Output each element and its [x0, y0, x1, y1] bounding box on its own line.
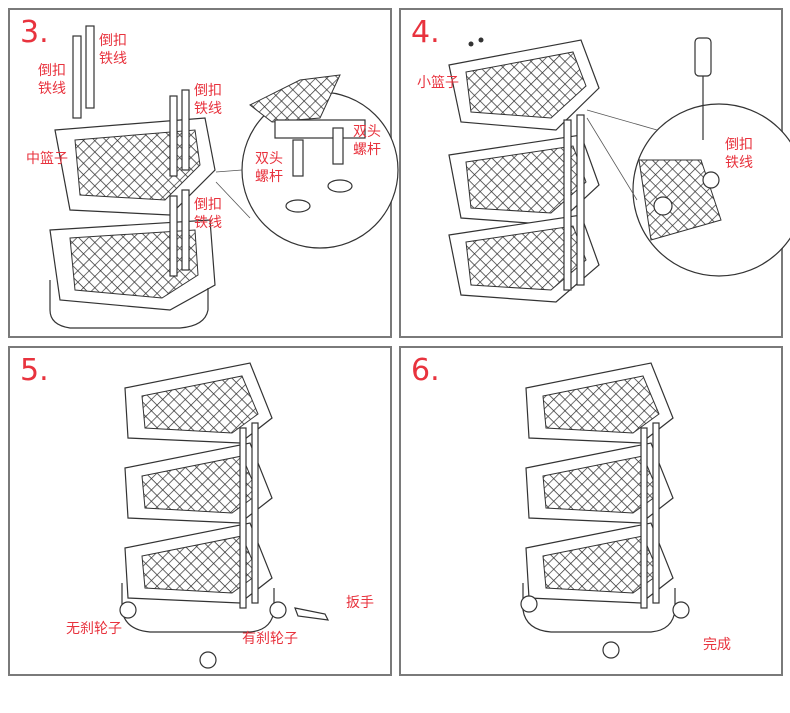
rod	[640, 427, 648, 609]
label-done: 完成	[703, 637, 731, 653]
basket-mesh	[69, 229, 199, 299]
screw	[478, 37, 484, 43]
rod	[239, 427, 247, 609]
rod	[652, 422, 660, 604]
base-frame	[522, 583, 676, 633]
label-rod-top: 倒扣铁线	[99, 33, 127, 67]
stud-bolt	[292, 139, 304, 177]
screwdriver-handle	[694, 37, 712, 77]
rod	[72, 35, 82, 119]
basket-mesh	[465, 51, 587, 119]
label-middle-basket: 中篮子	[26, 151, 68, 167]
screw-head	[702, 171, 720, 189]
step-6-illustration	[520, 362, 690, 659]
step-number: 5.	[20, 353, 49, 388]
wheel	[602, 641, 620, 659]
rod	[85, 25, 95, 109]
zoom-mesh	[638, 159, 722, 241]
wheel	[119, 601, 137, 619]
screw	[468, 41, 474, 47]
label-stud-right: 双头螺杆	[353, 124, 381, 158]
step-4-illustration	[448, 37, 790, 303]
wheel	[520, 595, 538, 613]
step-number: 3.	[20, 15, 49, 50]
screw-head	[653, 196, 673, 216]
zoom-leader	[586, 117, 638, 201]
zoom-leader	[586, 109, 658, 131]
step-number: 6.	[411, 353, 440, 388]
label-brake-wheel: 有刹轮子	[242, 631, 298, 647]
zoom-leader	[215, 181, 251, 219]
rod	[169, 95, 178, 177]
label-rod-lower: 倒扣铁线	[194, 197, 222, 231]
rod	[251, 422, 259, 604]
step-6-panel: 6. 完成	[399, 346, 783, 676]
step-4-panel: 4. 小篮子 倒扣铁线	[399, 8, 790, 338]
zoom-leader	[215, 169, 243, 173]
basket-mesh	[141, 375, 259, 434]
wheel	[672, 601, 690, 619]
rod-end	[327, 179, 353, 193]
zoom-bracket	[274, 119, 366, 139]
base-frame	[121, 583, 275, 633]
rod	[181, 89, 190, 171]
rod	[563, 119, 572, 291]
label-rod-left: 倒扣铁线	[38, 63, 66, 97]
wheel	[269, 601, 287, 619]
rod	[181, 189, 190, 271]
stud-bolt	[332, 127, 344, 165]
step-3-panel: 3. 倒扣铁线	[8, 8, 399, 338]
step-number: 4.	[411, 15, 440, 50]
base-frame	[49, 280, 209, 329]
rod	[576, 114, 585, 286]
label-stud-left: 双头螺杆	[255, 151, 283, 185]
step-5-illustration	[119, 362, 330, 669]
rod	[169, 195, 178, 277]
zoom-mesh	[249, 74, 341, 123]
step-3-illustration	[49, 25, 399, 329]
wrench	[294, 607, 330, 621]
label-small-basket: 小篮子	[417, 75, 459, 91]
label-rod-right-top: 倒扣铁线	[194, 83, 222, 117]
step-5-panel: 5. 无刹轮子 有刹轮子 扳手	[8, 346, 392, 676]
label-wrench: 扳手	[346, 595, 374, 611]
wheel	[199, 651, 217, 669]
basket-mesh	[542, 375, 660, 434]
label-rod-zoom: 倒扣铁线	[725, 137, 753, 171]
label-no-brake-wheel: 无刹轮子	[66, 621, 122, 637]
rod-end	[285, 199, 311, 213]
